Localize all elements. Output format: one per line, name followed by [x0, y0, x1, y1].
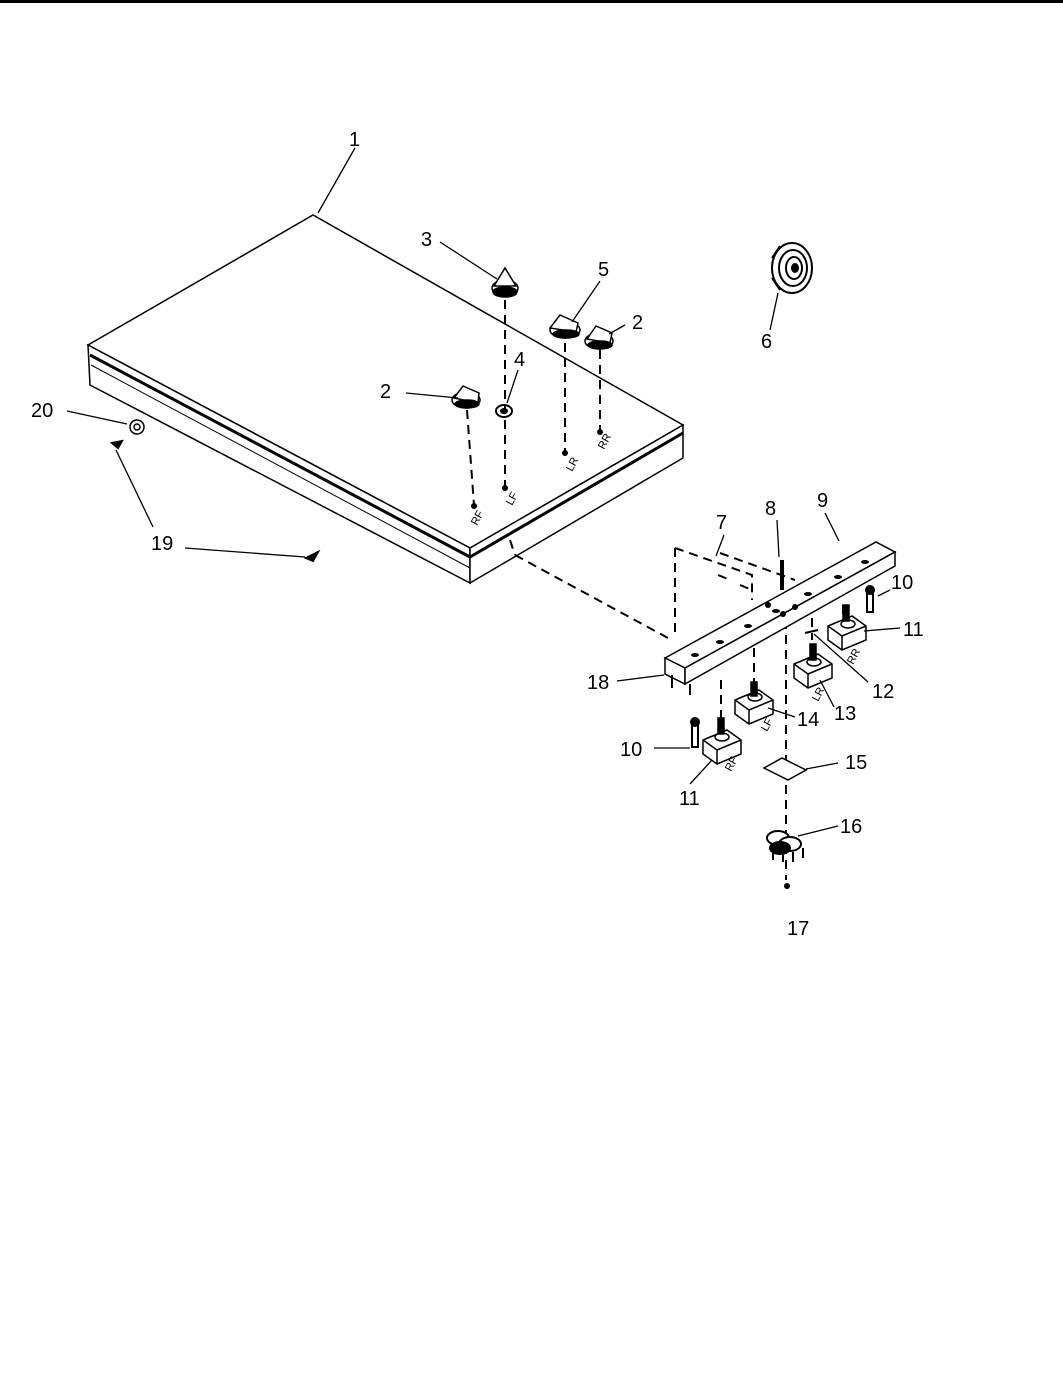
- top-border-rule: [0, 0, 1063, 3]
- plate-15: [762, 757, 808, 781]
- assembly-dashed-lines: [466, 300, 844, 880]
- callout-9: 9: [817, 490, 828, 512]
- callout-16: 16: [840, 816, 862, 838]
- switch-lf: [734, 681, 774, 725]
- callout-8: 8: [765, 498, 776, 520]
- callout-3: 3: [421, 229, 432, 251]
- callout-4: 4: [514, 349, 525, 371]
- label-top-lr: LR: [564, 455, 581, 473]
- screw-10-right: [865, 585, 875, 613]
- callout-11-left: 11: [679, 788, 700, 810]
- switch-rf: [702, 717, 742, 765]
- screw-19-a: [109, 439, 124, 450]
- callout-17: 17: [787, 918, 809, 940]
- knob-5: [548, 314, 581, 339]
- callout-2-right: 2: [632, 312, 643, 334]
- callout-14: 14: [797, 709, 819, 731]
- callout-10-right: 10: [891, 572, 913, 594]
- screw-19-b: [303, 549, 321, 563]
- switch-bracket: [663, 541, 897, 695]
- callout-labels: 1 3 5 2 6 2 4 20 19 7 8 9 10 11 12 13 14…: [31, 129, 924, 940]
- callout-15: 15: [845, 752, 867, 774]
- switch-rr: [827, 604, 867, 651]
- callout-18: 18: [587, 672, 609, 694]
- callout-7: 7: [716, 512, 727, 534]
- grommet-20: [129, 419, 145, 435]
- knob-3: [491, 266, 519, 298]
- leader-lines: [66, 147, 901, 837]
- callout-19: 19: [151, 533, 173, 555]
- screw-17: [784, 883, 790, 889]
- screw-10-left: [690, 717, 700, 748]
- callout-10-left: 10: [620, 739, 642, 761]
- label-top-lf: LF: [504, 490, 521, 507]
- callout-6: 6: [761, 331, 772, 353]
- callout-2-left: 2: [380, 381, 391, 403]
- cooktop-holes: [471, 429, 603, 509]
- switch-lr: [793, 643, 833, 689]
- label-switch-lf: LF: [759, 716, 776, 733]
- round-knob-6: [771, 242, 813, 294]
- knob-2-right: [584, 325, 614, 350]
- knob-2-left: [451, 385, 481, 409]
- callout-13: 13: [834, 703, 856, 725]
- label-switch-lr: LR: [810, 685, 827, 703]
- terminal-block-16: [766, 830, 804, 862]
- callout-11-right: 11: [903, 619, 924, 641]
- callout-12: 12: [872, 681, 894, 703]
- callout-1: 1: [349, 129, 360, 151]
- callout-20: 20: [31, 400, 53, 422]
- cooktop-body: [86, 214, 685, 585]
- callout-5: 5: [598, 259, 609, 281]
- part-12-clip: [804, 629, 819, 634]
